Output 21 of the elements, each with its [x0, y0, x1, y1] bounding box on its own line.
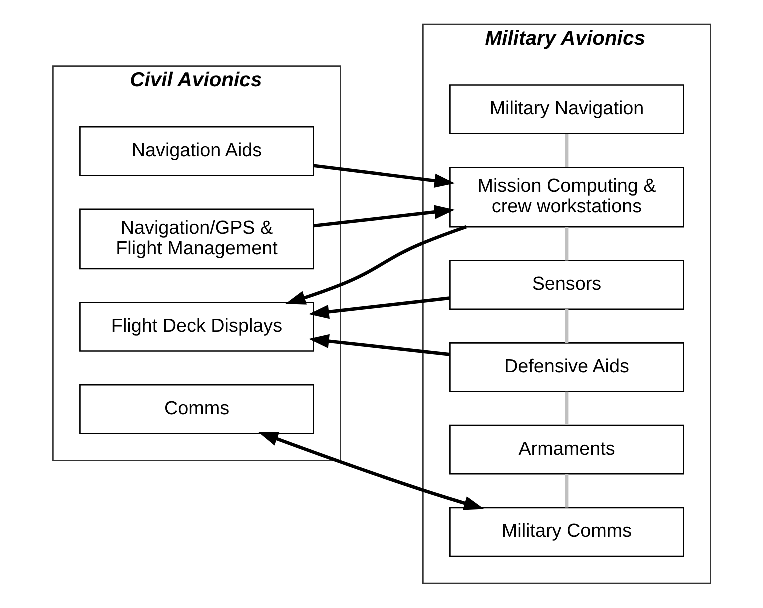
- connector: [564, 474, 568, 508]
- connector: [564, 227, 568, 261]
- arrow: [313, 164, 454, 188]
- node-box: Sensors: [449, 260, 684, 310]
- arrow: [285, 225, 466, 305]
- arrow: [308, 334, 450, 356]
- node-box: Military Comms: [449, 507, 684, 558]
- connector: [564, 392, 568, 426]
- connector: [564, 134, 568, 168]
- node-box: Comms: [79, 384, 314, 434]
- node-box: Flight Deck Displays: [79, 302, 314, 352]
- connector: [564, 310, 568, 343]
- arrow: [313, 205, 454, 228]
- node-box: Armaments: [449, 424, 684, 475]
- node-box: Mission Computing & crew workstations: [449, 166, 684, 228]
- arrow: [308, 296, 450, 320]
- arrow: [258, 432, 484, 510]
- node-box: Navigation Aids: [79, 126, 314, 176]
- node-box: Defensive Aids: [449, 342, 684, 392]
- node-box: Navigation/GPS & Flight Management: [79, 208, 314, 270]
- node-box: Military Navigation: [449, 84, 684, 135]
